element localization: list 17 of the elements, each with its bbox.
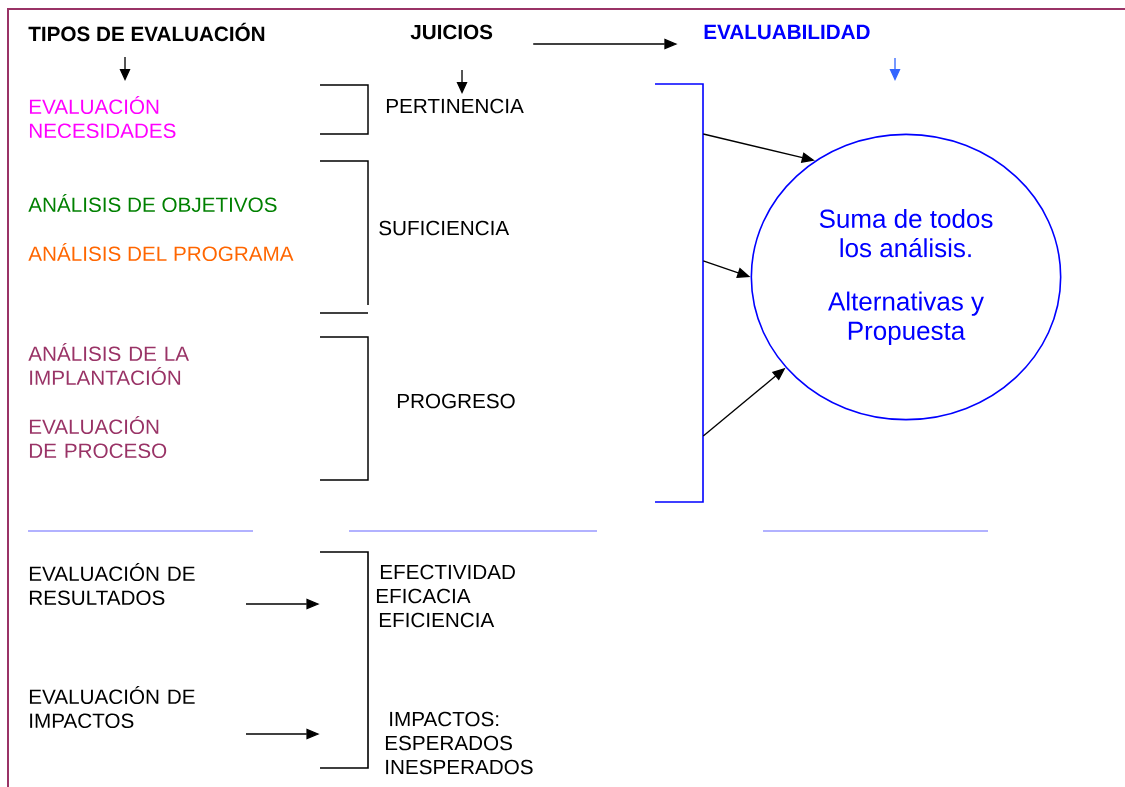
text-label: INESPERADOS	[386, 759, 533, 775]
text-label: PERTINENCIA	[386, 98, 524, 114]
bracket	[319, 551, 369, 769]
text-label: PROGRESO	[397, 393, 515, 409]
text-label: EVALUACIÓN DE PROCESO	[29, 415, 167, 459]
heading: EVALUABILIDAD	[704, 24, 870, 40]
heading: JUICIOS	[410, 24, 493, 40]
text-label: EVALUACIÓN DE IMPACTOS	[29, 685, 195, 729]
text-label: SUFICIENCIA	[379, 220, 510, 236]
bracket	[654, 83, 704, 503]
heading: TIPOS DE EVALUACIÓN	[28, 22, 265, 42]
text-label: EVALUACIÓN NECESIDADES	[29, 95, 176, 139]
text-label: ANÁLISIS DE OBJETIVOS	[28, 193, 277, 213]
text-label: ANÁLISIS DE LA IMPLANTACIÓN	[28, 342, 189, 386]
text-label: EVALUACIÓN DE RESULTADOS	[29, 562, 195, 606]
text-label: IMPACTOS:	[390, 711, 499, 727]
text-label: ANÁLISIS DEL PROGRAMA	[28, 242, 294, 262]
